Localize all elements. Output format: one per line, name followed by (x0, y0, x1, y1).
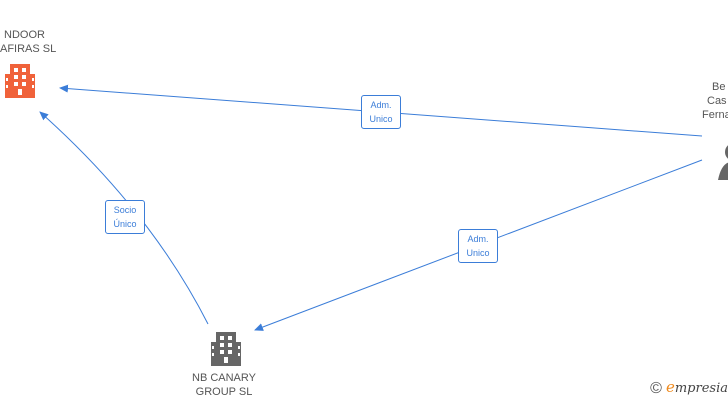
node-label-indoor: NDOOR AFIRAS SL (0, 29, 57, 55)
brand-logo: ©empresia (650, 378, 728, 397)
node-label-person: Be Cas Ferna (702, 81, 728, 121)
building-icon (5, 64, 35, 98)
node-label-nb-canary: NB CANARY GROUP SL (192, 372, 256, 398)
copyright-icon: © (650, 380, 662, 397)
person-icon (718, 145, 728, 180)
building-icon (211, 332, 241, 366)
edge-label-person-to-nb: Adm. Unico (458, 229, 498, 263)
edge-label-person-to-indoor: Adm. Unico (361, 95, 401, 129)
edge-label-nb-to-indoor: Socio Único (105, 200, 145, 234)
